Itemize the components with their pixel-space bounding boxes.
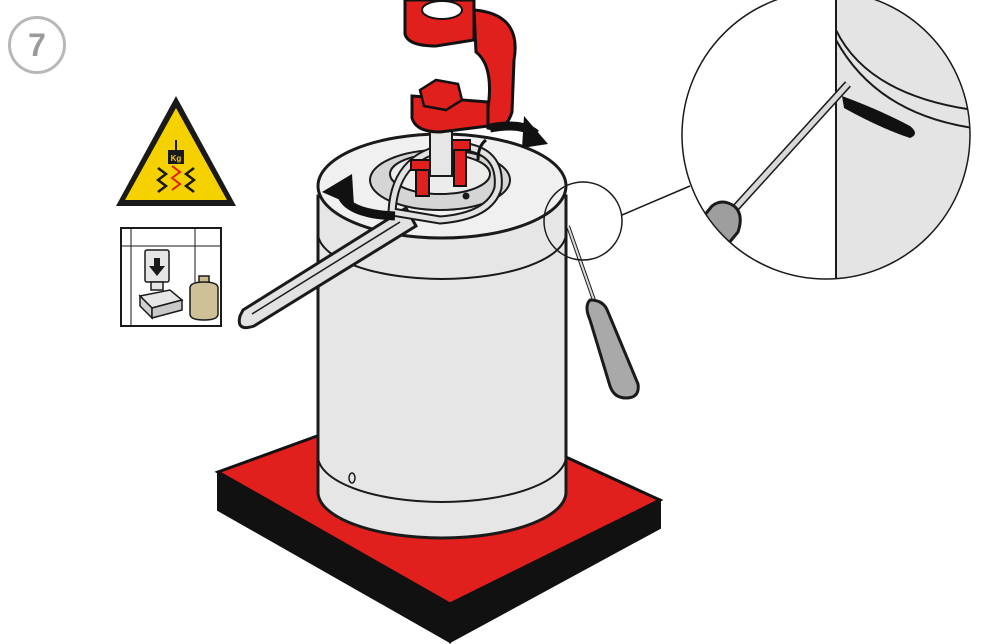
red-c-clamp [405, 0, 515, 132]
screwdriver-icon [568, 226, 638, 398]
magnified-detail-icon [660, 0, 983, 300]
press-down-weight-icon [121, 228, 221, 326]
suspended-load-spring-warning-icon: Kg [116, 96, 236, 206]
warning-kg-label: Kg [171, 154, 182, 163]
